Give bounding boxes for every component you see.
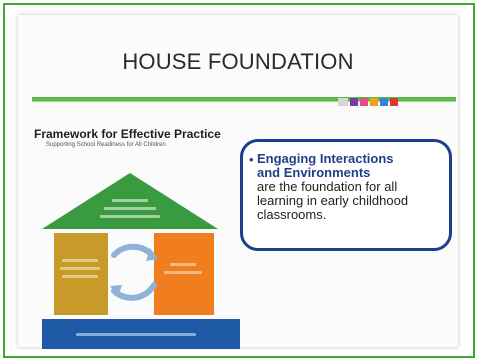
- house-left-pillar: [54, 233, 108, 315]
- house-diagram: [42, 173, 240, 349]
- framework-subtitle: Supporting School Readiness for All Chil…: [46, 142, 166, 148]
- title-underline-light: [32, 101, 456, 102]
- callout-heading-line1: Engaging Interactions: [257, 151, 394, 166]
- callout-box: • Engaging Interactions and Environments…: [240, 139, 452, 251]
- framework-title: Framework for Effective Practice: [34, 127, 221, 141]
- slide-title: HOUSE FOUNDATION: [122, 49, 354, 74]
- slide: HOUSE FOUNDATION Framework for Effective…: [18, 15, 458, 349]
- title-underline: [32, 97, 456, 101]
- decorative-color-bars: [338, 93, 428, 106]
- callout-body: are the foundation for all learning in e…: [257, 179, 409, 222]
- bullet: •: [249, 152, 254, 167]
- callout-heading-line2: and Environments: [257, 165, 371, 180]
